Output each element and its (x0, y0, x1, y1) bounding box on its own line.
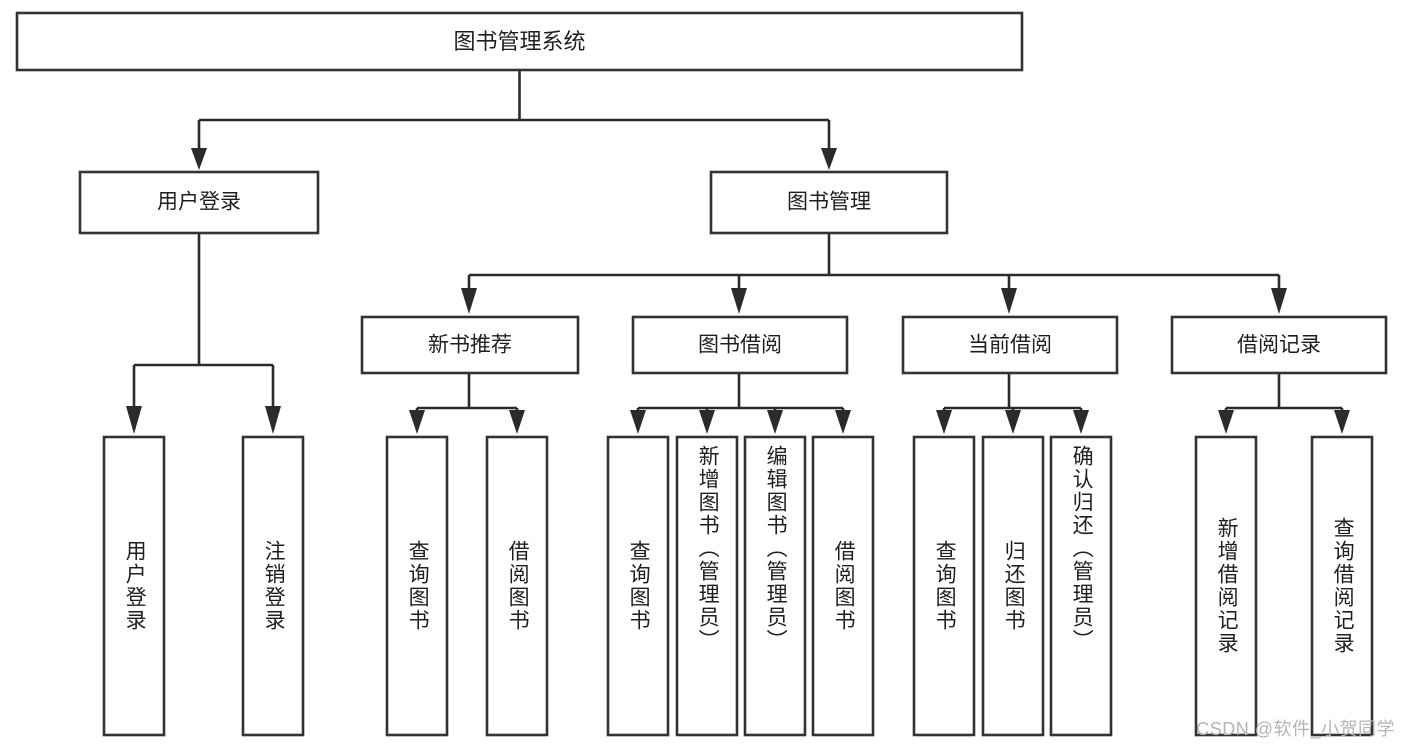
node-root[interactable]: 图书管理系统 (15, 11, 1024, 72)
connector-group-user-login-to-leaves (126, 233, 281, 434)
node-borrow-records-label: 借阅记录 (1237, 334, 1321, 357)
node-current-borrow-label: 当前借阅 (968, 334, 1052, 357)
arrow-head-leaf-add-borrow-record (1218, 410, 1234, 434)
node-borrow-records[interactable]: 借阅记录 (1170, 315, 1388, 375)
node-root-box[interactable] (15, 11, 1024, 72)
node-book-borrow[interactable]: 图书借阅 (631, 315, 849, 375)
arrow-head-leaf-borrow-book-recommend (509, 410, 525, 434)
node-book-management-label: 图书管理 (787, 191, 871, 214)
arrow-head-leaf-query-book-current (936, 410, 952, 434)
connector-group-root-to-level1 (191, 70, 837, 170)
node-new-book-recommend-box[interactable] (360, 315, 580, 375)
arrow-head-leaf-user-login (126, 406, 142, 434)
node-user-login-box[interactable] (78, 170, 320, 235)
leaf-box-query-book-borrow[interactable] (606, 435, 670, 737)
node-user-login-label: 用户登录 (157, 191, 241, 214)
csdn-watermark: CSDN @软件_小贺同学 (1196, 719, 1395, 739)
node-borrow-records-box[interactable] (1170, 315, 1388, 375)
arrow-head-leaf-add-book (699, 410, 715, 434)
leaf-box-user-login[interactable] (102, 435, 166, 737)
leaf-box-query-book-current[interactable] (912, 435, 976, 737)
arrow-head-leaf-edit-book (767, 410, 783, 434)
connector-group-new-book-recommend-to-leaves (409, 373, 525, 434)
leaf-box-borrow-book[interactable] (811, 435, 875, 737)
arrow-head-leaf-return-book (1005, 410, 1021, 434)
node-book-management[interactable]: 图书管理 (709, 170, 949, 235)
leaf-box-borrow-book-recommend[interactable] (485, 435, 549, 737)
arrow-head-book-borrow (731, 288, 747, 314)
arrow-head-leaf-confirm-return (1073, 410, 1089, 434)
leaf-box-add-borrow-record[interactable] (1194, 435, 1258, 737)
node-current-borrow-box[interactable] (901, 315, 1119, 375)
node-book-borrow-label: 图书借阅 (698, 334, 782, 357)
leaf-box-confirm-return[interactable] (1049, 435, 1113, 737)
arrow-head-user-login (191, 148, 207, 170)
node-book-borrow-box[interactable] (631, 315, 849, 375)
leaf-box-query-book-recommend[interactable] (385, 435, 449, 737)
connector-group-book-borrow-to-leaves (630, 373, 851, 434)
connector-group-current-borrow-to-leaves (936, 373, 1089, 434)
leaf-box-edit-book[interactable] (743, 435, 807, 737)
arrow-head-leaf-logout (265, 406, 281, 434)
node-user-login[interactable]: 用户登录 (78, 170, 320, 235)
arrow-head-borrow-records (1271, 288, 1287, 314)
connector-group-book-management-to-level2 (461, 233, 1287, 314)
arrow-head-leaf-query-book-borrow (630, 410, 646, 434)
arrow-head-leaf-query-book-recommend (409, 410, 425, 434)
node-root-label: 图书管理系统 (453, 29, 585, 54)
node-new-book-recommend-label: 新书推荐 (428, 334, 512, 357)
leaf-box-add-book[interactable] (675, 435, 739, 737)
arrow-head-leaf-query-borrow-record (1334, 410, 1350, 434)
arrow-head-leaf-borrow-book (835, 410, 851, 434)
leaf-box-return-book[interactable] (981, 435, 1045, 737)
arrow-head-current-borrow (1001, 288, 1017, 314)
node-new-book-recommend[interactable]: 新书推荐 (360, 315, 580, 375)
connector-group-borrow-records-to-leaves (1218, 373, 1350, 434)
arrow-head-book-management (821, 148, 837, 170)
leaf-boxes (102, 435, 1374, 737)
node-current-borrow[interactable]: 当前借阅 (901, 315, 1119, 375)
leaf-box-logout[interactable] (241, 435, 305, 737)
node-book-management-box[interactable] (709, 170, 949, 235)
arrow-head-new-book-recommend (461, 288, 477, 314)
leaf-box-query-borrow-record[interactable] (1310, 435, 1374, 737)
